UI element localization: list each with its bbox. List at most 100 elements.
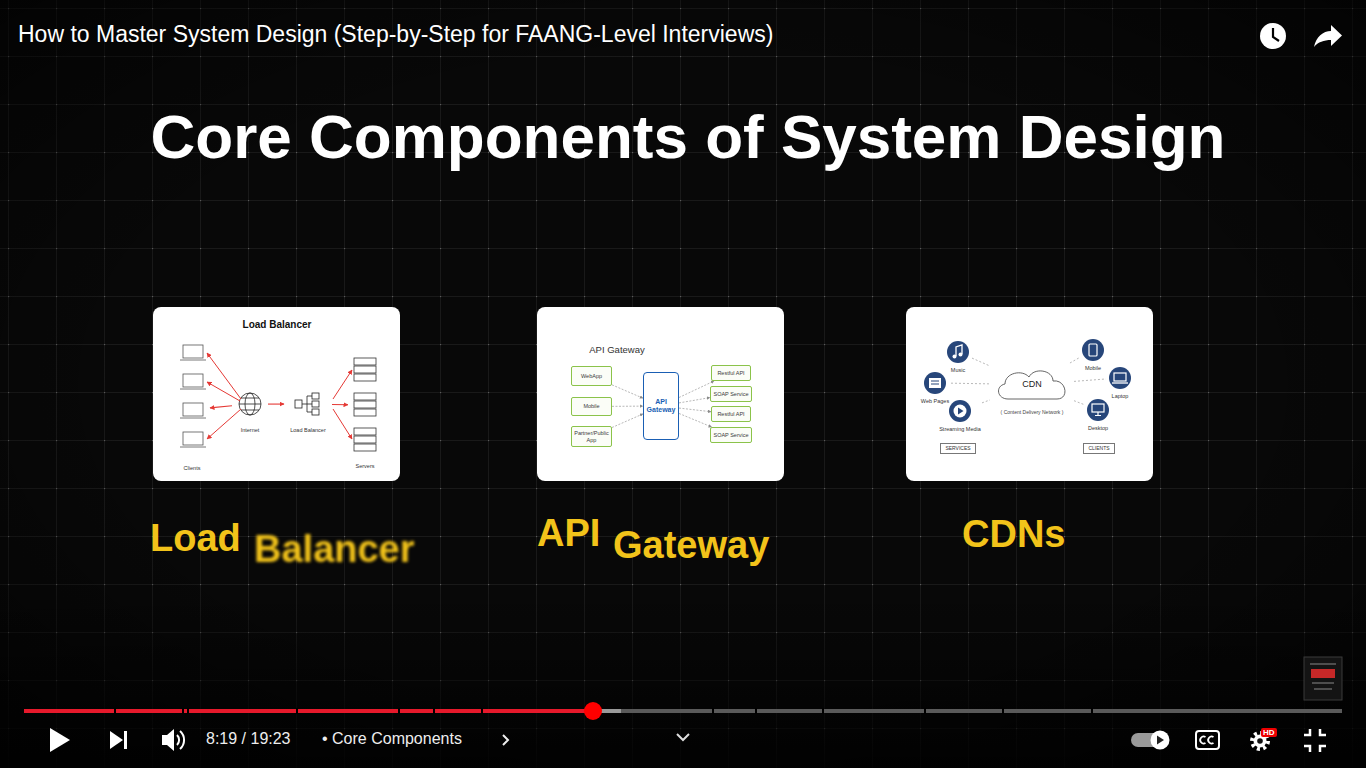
channel-watermark — [1304, 657, 1342, 700]
node-label: SOAP Service — [713, 432, 748, 438]
server-icon — [354, 366, 376, 373]
service-box: Restful API — [711, 406, 751, 422]
server-icon — [354, 374, 376, 381]
channel-watermark — [1310, 664, 1336, 689]
load-balancer-icon — [312, 393, 319, 399]
laptop-icon — [1114, 373, 1126, 381]
connector — [679, 398, 710, 403]
client-circle — [1082, 339, 1104, 361]
fan-out-line — [207, 353, 352, 439]
music-icon — [953, 355, 957, 359]
connector — [612, 406, 643, 407]
client-box: Partner/Public App — [571, 426, 612, 447]
play-icon — [954, 405, 967, 418]
node-label: Internet — [241, 427, 260, 433]
cards — [153, 307, 1153, 481]
video-title: How to Master System Design (Step-by-Ste… — [18, 21, 773, 47]
node-label: Partner/Public App — [574, 430, 609, 442]
fan-out-line — [333, 409, 352, 439]
globe-icon — [239, 393, 261, 415]
slide-title: Core Components of System Design — [151, 101, 1226, 172]
service-node: Web Pages — [919, 371, 951, 405]
laptop-icon — [1112, 382, 1128, 383]
service-box: SOAP Service — [710, 427, 752, 443]
cloud-subtitle: ( Content Delivery Network ) — [1001, 410, 1064, 416]
node-label: Mobile — [1085, 365, 1101, 371]
load-balancer-icon — [312, 409, 319, 415]
node-label: Clients — [184, 465, 201, 471]
client-box: WebApp — [571, 366, 612, 386]
load-balancer-icon — [295, 393, 319, 415]
laptop-icon — [180, 447, 206, 448]
node-label: SERVICES — [945, 446, 970, 452]
progress-bar — [24, 702, 1342, 720]
laptop-icon — [180, 418, 206, 419]
chapter-gap — [187, 708, 189, 714]
chapter-gap — [924, 708, 926, 714]
connector — [612, 414, 643, 428]
connector — [332, 404, 348, 405]
cdn-illustration — [924, 339, 1131, 422]
laptop-icon — [183, 403, 203, 416]
server-icon — [354, 358, 376, 365]
service-circle — [924, 372, 946, 394]
server-icon — [354, 436, 376, 443]
laptop-icon — [180, 345, 206, 447]
globe-icon — [239, 398, 261, 410]
server-icon — [354, 444, 376, 451]
service-node: Streaming Media — [938, 399, 982, 433]
node-label: Music — [951, 367, 965, 373]
service-circle — [949, 400, 971, 422]
load-balancer-icon — [312, 401, 319, 407]
node-label: Streaming Media — [939, 426, 981, 432]
card-heading: API Gateway — [589, 345, 644, 356]
next-button — [110, 731, 123, 749]
server-group: Servers — [348, 352, 382, 470]
connector — [1074, 401, 1084, 405]
watch-later-button — [1273, 28, 1279, 41]
captions-button — [1200, 737, 1213, 744]
node-label: Mobile — [574, 403, 609, 409]
desktop-icon — [1092, 404, 1104, 412]
service-circle — [947, 341, 969, 363]
cdn-cloud: CDN ( Content Delivery Network ) — [990, 363, 1074, 417]
volume-button — [177, 731, 184, 749]
connector — [612, 385, 643, 398]
node-label: CDN — [1022, 380, 1042, 390]
service-node: Music — [944, 340, 972, 374]
channel-watermark — [1311, 669, 1335, 678]
mobile-icon — [1089, 344, 1097, 356]
progress-played — [24, 709, 593, 713]
globe-icon — [239, 393, 261, 415]
client-node: Desktop — [1084, 398, 1112, 432]
expand-chevron — [677, 734, 689, 740]
slide-caption: Gateway — [613, 524, 769, 568]
fan-out-line — [207, 409, 241, 439]
chapter-gap — [114, 708, 1093, 714]
card — [153, 307, 400, 481]
chapter-gap — [481, 708, 483, 714]
server-icon — [354, 428, 376, 435]
progress-track — [24, 709, 1342, 713]
client-circle — [1109, 367, 1131, 389]
card — [537, 307, 784, 481]
fullscreen-button — [1304, 729, 1326, 752]
chapter-gap — [822, 708, 824, 714]
web-page-icon — [929, 378, 941, 388]
group-tag: CLIENTS — [1083, 443, 1115, 454]
channel-watermark — [1304, 657, 1342, 700]
load-balancer-icon — [302, 396, 312, 412]
quality-badge: HD — [1261, 728, 1277, 737]
captions-button — [1196, 731, 1219, 749]
autoplay-toggle — [1157, 736, 1164, 745]
chapter-title: • Core Components — [322, 730, 462, 748]
chapter-chevron — [503, 735, 508, 745]
laptop-icon — [183, 345, 203, 358]
chapter-gap — [755, 708, 757, 714]
settings-gear — [1257, 738, 1263, 744]
chapter-gap — [114, 708, 116, 714]
gateway-box: API Gateway — [643, 372, 679, 440]
connector — [972, 358, 990, 366]
